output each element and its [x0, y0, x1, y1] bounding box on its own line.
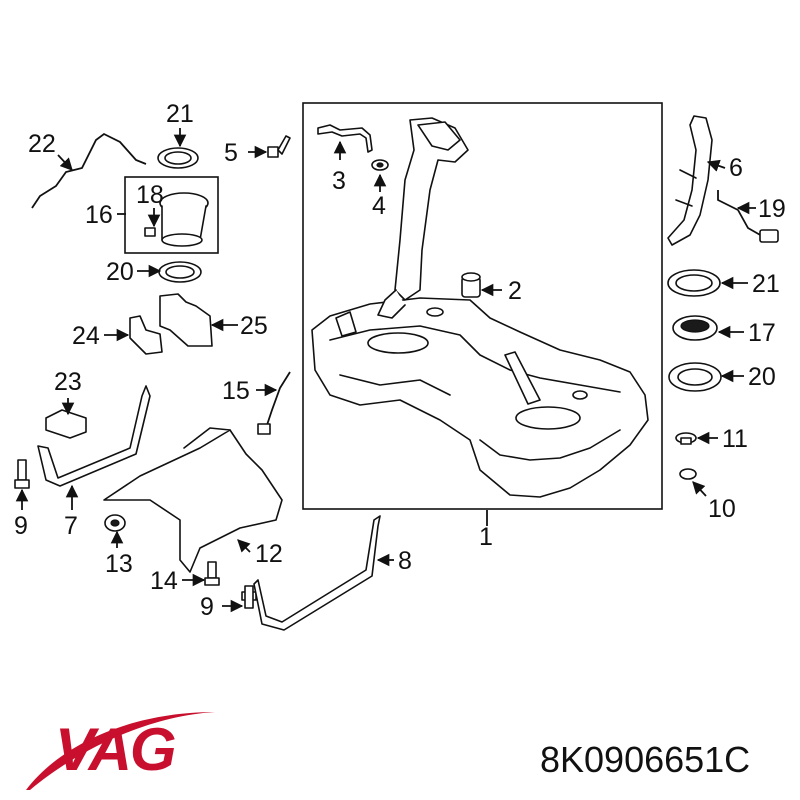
vag-logo: VAG [26, 712, 215, 790]
callout-23: 23 [54, 368, 82, 396]
callout-13: 13 [105, 550, 133, 578]
part-22-line [31, 132, 147, 209]
filler-neck [377, 117, 469, 319]
part-14-bolt [204, 561, 220, 586]
part-21-seal-left [157, 147, 199, 169]
part-23-module [45, 409, 87, 439]
callout-19: 19 [758, 195, 786, 223]
fuel-pump-group-box [124, 176, 219, 254]
callout-5: 5 [224, 139, 238, 167]
callout-12: 12 [255, 540, 283, 568]
tank-assembly-frame [302, 102, 663, 510]
callout-4: 4 [372, 192, 386, 220]
part-24-bracket [129, 315, 163, 355]
callout-16: 16 [85, 201, 113, 229]
callout-9-left: 9 [14, 512, 28, 540]
logo-swoosh [26, 712, 215, 790]
leader-lines [15, 128, 756, 613]
part-8-strap [253, 515, 381, 631]
part-25-bracket [159, 293, 213, 347]
part-20-gasket-right [668, 362, 722, 392]
part-21-seal-right [667, 269, 721, 297]
callout-25: 25 [240, 312, 268, 340]
part-18-fuel-pump [144, 192, 209, 247]
callout-21-left: 21 [166, 100, 194, 128]
callout-1: 1 [479, 523, 493, 551]
callout-labels: 21 22 5 3 4 18 16 20 24 25 23 15 9 7 13 … [14, 100, 786, 621]
callout-2: 2 [508, 277, 522, 305]
callout-3: 3 [332, 167, 346, 195]
callout-18: 18 [136, 181, 164, 209]
part-5-bolt [267, 135, 291, 158]
part-15-hose [257, 371, 291, 435]
callout-10: 10 [708, 495, 736, 523]
logo-text: VAG [55, 716, 175, 783]
callout-22: 22 [28, 130, 56, 158]
callout-21-right: 21 [752, 270, 780, 298]
part-12-heat-shield [103, 429, 283, 573]
callout-6: 6 [729, 154, 743, 182]
part-9-bolt-lower [241, 585, 257, 609]
callout-11: 11 [722, 425, 748, 453]
callout-7: 7 [64, 512, 78, 540]
part-20-gasket-left [158, 261, 202, 283]
part-3-bracket [317, 124, 373, 153]
callout-15: 15 [222, 377, 250, 405]
part-17-locking-ring [672, 315, 718, 341]
part-11-plug [675, 432, 697, 445]
callout-9-lower: 9 [200, 593, 214, 621]
part-6-shield [667, 115, 713, 246]
callout-17: 17 [748, 319, 776, 347]
part-2-cap [461, 272, 481, 298]
part-10-washer [679, 468, 697, 480]
part-9-bolt-left [14, 459, 30, 489]
callout-20-right: 20 [748, 363, 776, 391]
callout-24: 24 [72, 322, 100, 350]
callout-8: 8 [398, 547, 412, 575]
fuel-tank [311, 297, 649, 498]
part-13-nut [104, 514, 126, 532]
part-number: 8K0906651C [540, 739, 750, 780]
part-7-strap [37, 385, 151, 487]
callout-14: 14 [150, 567, 178, 595]
callout-20-left: 20 [106, 258, 134, 286]
